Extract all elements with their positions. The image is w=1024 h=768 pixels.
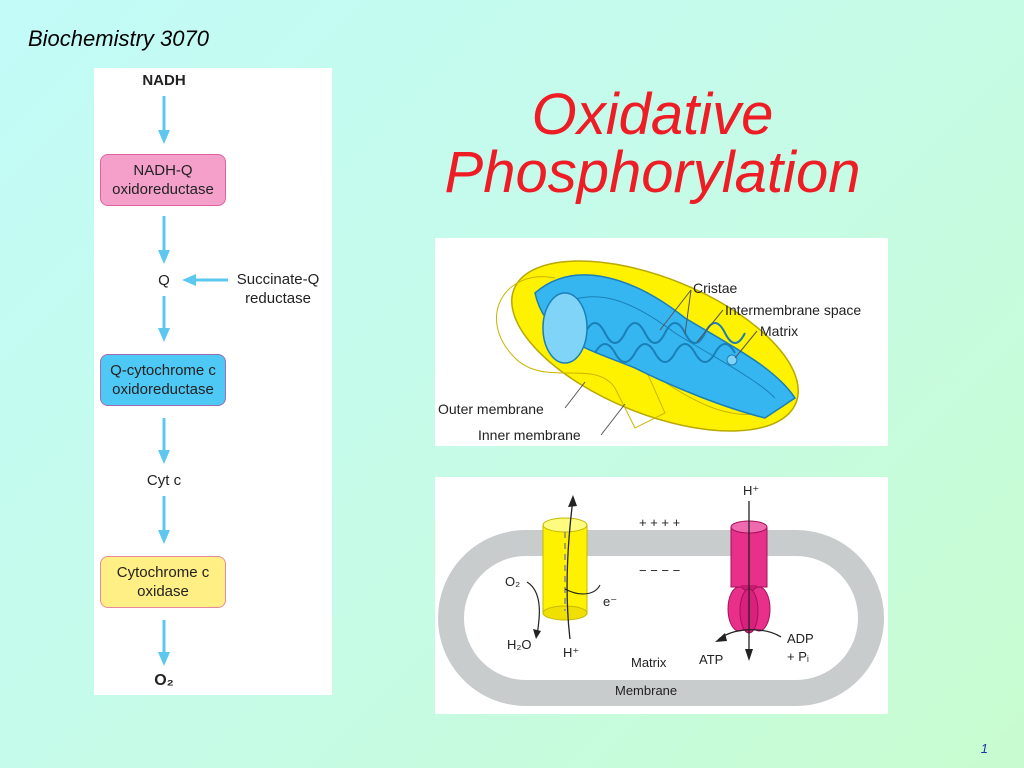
cyt-c-label: Cyt c bbox=[146, 472, 182, 489]
cristae-label: Cristae bbox=[693, 280, 738, 296]
succinate-line2: reductase bbox=[245, 290, 311, 307]
arrow-down-icon bbox=[158, 296, 170, 342]
o2-label: O₂ bbox=[505, 574, 521, 589]
mitochondrion-illustration bbox=[496, 260, 799, 436]
matrix-label: Matrix bbox=[631, 655, 667, 670]
h2o-label: H₂O bbox=[507, 637, 532, 652]
h-plus-bottom-label: H⁺ bbox=[563, 645, 580, 660]
h-plus-top-label: H⁺ bbox=[743, 483, 760, 498]
o2-label: O₂ bbox=[154, 672, 174, 689]
arrow-left-icon bbox=[182, 274, 228, 286]
complex1-line2: oxidoreductase bbox=[112, 181, 214, 198]
matrix-label: Matrix bbox=[760, 323, 799, 339]
page-number: 1 bbox=[980, 741, 988, 756]
arrow-down-icon bbox=[158, 96, 170, 144]
membrane-diagram bbox=[438, 495, 884, 706]
atp-label: ATP bbox=[699, 652, 724, 667]
electron-transport-flow: NADH NADH-Q oxidoreductase Q Succinate-Q… bbox=[94, 68, 332, 695]
complex4-box: Cytochrome c oxidase bbox=[100, 556, 226, 608]
nadh-label: NADH bbox=[142, 72, 186, 89]
course-title: Biochemistry 3070 bbox=[28, 26, 209, 51]
arrow-down-icon bbox=[158, 216, 170, 264]
outer-membrane-label: Outer membrane bbox=[438, 401, 544, 417]
title-line-1: Oxidative bbox=[531, 82, 774, 147]
electron-label: e⁻ bbox=[603, 594, 618, 609]
membrane-label: Membrane bbox=[615, 683, 678, 698]
succinate-line1: Succinate-Q bbox=[236, 271, 320, 288]
complex1-line1: NADH-Q bbox=[133, 162, 193, 179]
complex3-line2: oxidoreductase bbox=[112, 381, 214, 398]
q-label: Q bbox=[158, 272, 170, 289]
complex3-box: Q-cytochrome c oxidoreductase bbox=[100, 354, 226, 406]
arrow-down-icon bbox=[158, 418, 170, 464]
arrow-down-icon bbox=[158, 620, 170, 666]
complex3-line1: Q-cytochrome c bbox=[110, 362, 216, 379]
arrow-down-icon bbox=[158, 496, 170, 544]
slide-title: Oxidative Phosphorylation bbox=[400, 86, 905, 202]
intermembrane-label: Intermembrane space bbox=[725, 302, 862, 318]
inner-membrane-label: Inner membrane bbox=[478, 427, 581, 443]
complex1-box: NADH-Q oxidoreductase bbox=[100, 154, 226, 206]
complex4-line2: oxidase bbox=[137, 583, 189, 600]
mitochondrion-panel: Cristae Intermembrane space Matrix Outer… bbox=[435, 238, 888, 446]
positive-charge-label: + + + + bbox=[639, 515, 681, 530]
negative-charge-label: − − − − bbox=[639, 563, 681, 578]
membrane-panel: H⁺ + + + + − − − − O₂ e⁻ H₂O H⁺ Matrix A… bbox=[435, 477, 888, 714]
adp-label: ADP bbox=[787, 631, 814, 646]
pi-label: + Pᵢ bbox=[787, 649, 809, 664]
succinate-label: Succinate-Q reductase bbox=[228, 270, 328, 308]
title-line-2: Phosphorylation bbox=[444, 140, 861, 205]
complex4-line1: Cytochrome c bbox=[116, 564, 210, 581]
